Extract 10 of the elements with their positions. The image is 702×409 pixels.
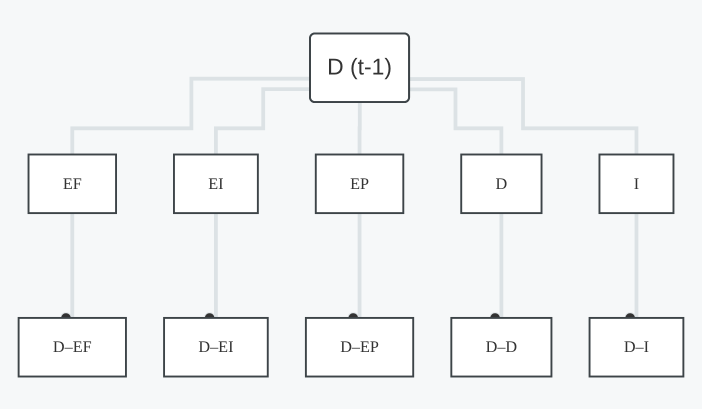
node-box: D <box>460 153 542 214</box>
node-box: I <box>598 153 674 214</box>
node-box: D–EI <box>163 316 269 377</box>
node-box: EI <box>173 153 259 214</box>
node-box: EF <box>28 153 117 214</box>
node-box: D–EP <box>304 316 414 377</box>
node-box: EP <box>314 153 404 214</box>
node-box: D–EF <box>18 316 127 377</box>
node-box: D–D <box>450 316 552 377</box>
node-box: D–I <box>588 316 684 377</box>
